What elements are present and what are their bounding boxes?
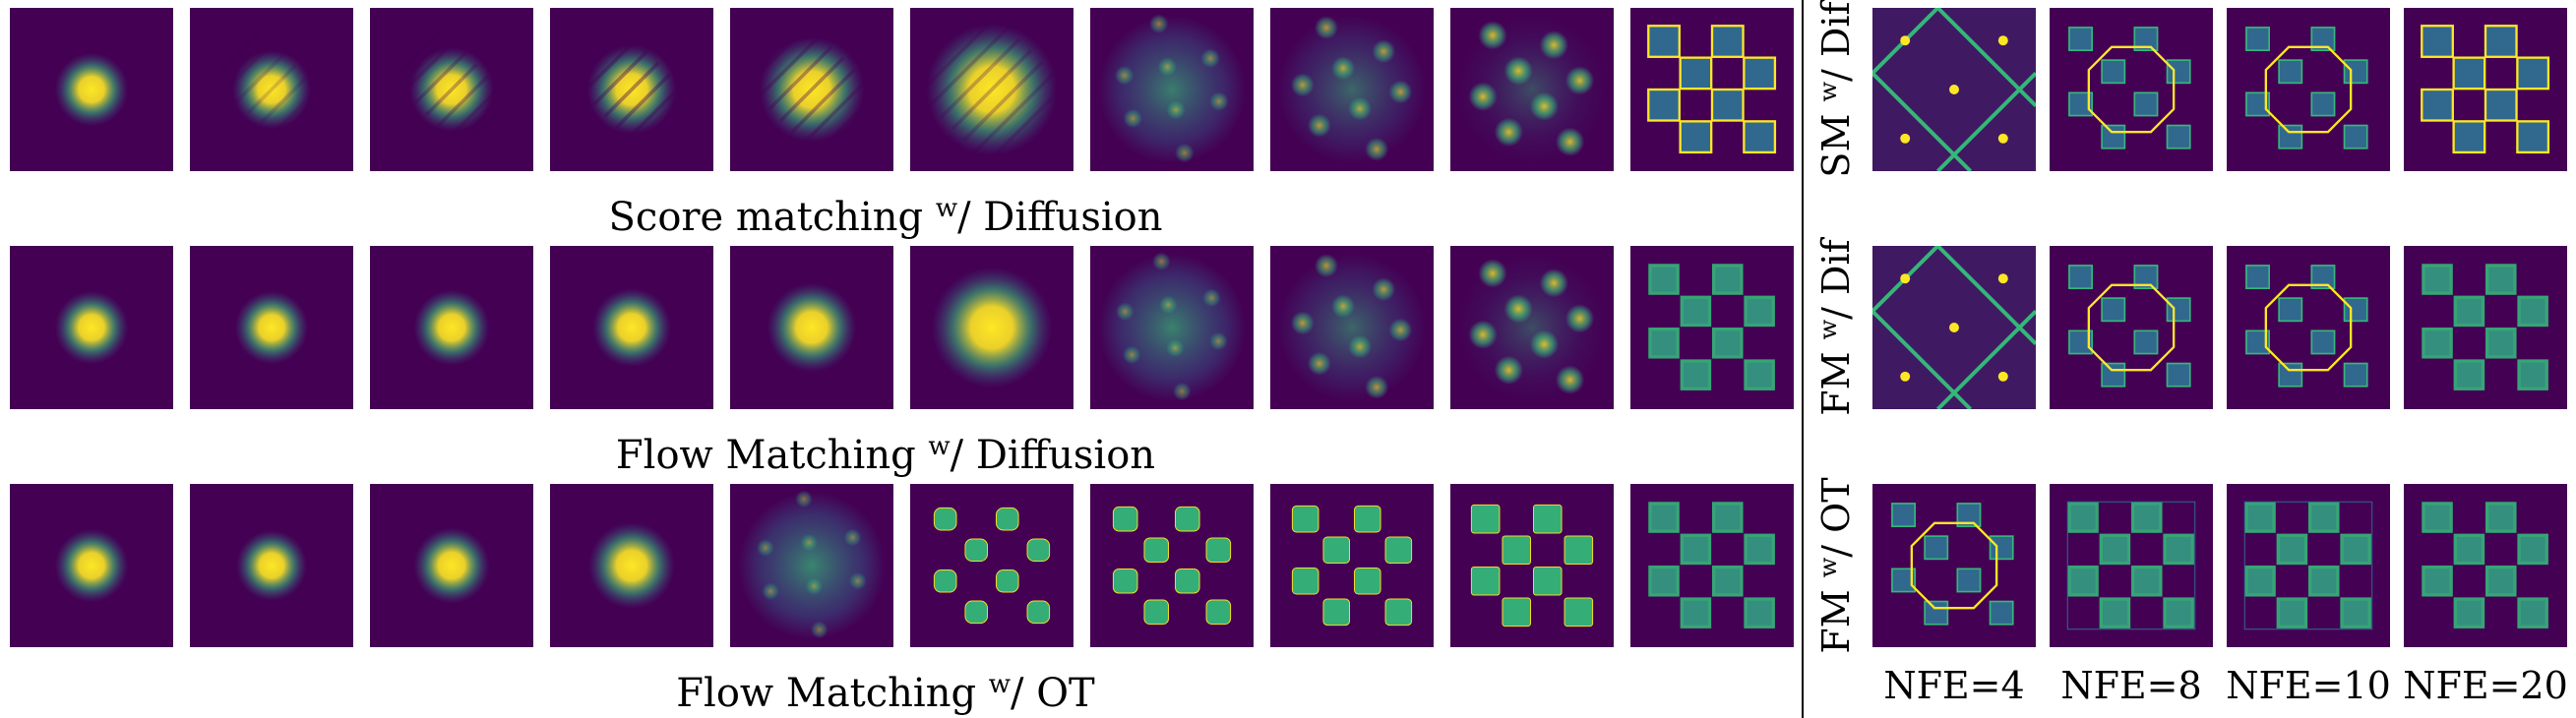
right-cell: [2227, 246, 2390, 409]
left-cell: [550, 8, 713, 171]
left-cell: [910, 484, 1073, 647]
row-caption: Flow Matching w/ OT: [676, 670, 1095, 716]
left-cell: [730, 484, 893, 647]
left-cell: [370, 484, 533, 647]
row-caption: Flow Matching w/ Diffusion: [615, 432, 1156, 478]
left-cell: [10, 246, 173, 409]
left-cell: [190, 8, 353, 171]
left-cell: [1270, 8, 1434, 171]
left-cell: [730, 246, 893, 409]
left-cell: [1630, 246, 1794, 409]
nfe-label: NFE=20: [2403, 664, 2568, 707]
row-caption: Score matching w/ Diffusion: [608, 194, 1163, 240]
left-cell: [10, 484, 173, 647]
left-cell: [1270, 484, 1434, 647]
left-cell: [910, 246, 1073, 409]
right-cell: [2404, 8, 2567, 171]
left-cell: [1450, 484, 1614, 647]
left-cell: [1630, 8, 1794, 171]
left-cell: [190, 246, 353, 409]
left-cell: [550, 246, 713, 409]
right-cell: [2050, 484, 2213, 647]
left-cell: [10, 8, 173, 171]
nfe-label: NFE=4: [1883, 664, 2025, 707]
left-cell: [1450, 246, 1614, 409]
left-cell: [1630, 484, 1794, 647]
row-label: SM w/ Dif: [1814, 1, 1858, 178]
right-cell: [1872, 8, 2036, 171]
left-cell: [370, 8, 533, 171]
left-cell: [730, 8, 893, 171]
left-cell: [1090, 8, 1254, 171]
left-cell: [910, 8, 1073, 171]
left-cell: [370, 246, 533, 409]
right-cell: [2227, 484, 2390, 647]
right-cell: [2050, 8, 2213, 171]
left-cell: [190, 484, 353, 647]
nfe-label: NFE=10: [2226, 664, 2391, 707]
left-cell: [1090, 484, 1254, 647]
left-cell: [1450, 8, 1614, 171]
right-cell: [2050, 246, 2213, 409]
left-cell: [1090, 246, 1254, 409]
right-cell: [2227, 8, 2390, 171]
right-cell: [2404, 484, 2567, 647]
right-cell: [2404, 246, 2567, 409]
right-cell: [1872, 246, 2036, 409]
left-cell: [1270, 246, 1434, 409]
right-cell: [1872, 484, 2036, 647]
panel-divider: [1802, 0, 1804, 718]
row-label: FM w/ OT: [1814, 477, 1858, 654]
left-cell: [550, 484, 713, 647]
row-label: FM w/ Dif: [1814, 239, 1858, 416]
nfe-label: NFE=8: [2060, 664, 2202, 707]
